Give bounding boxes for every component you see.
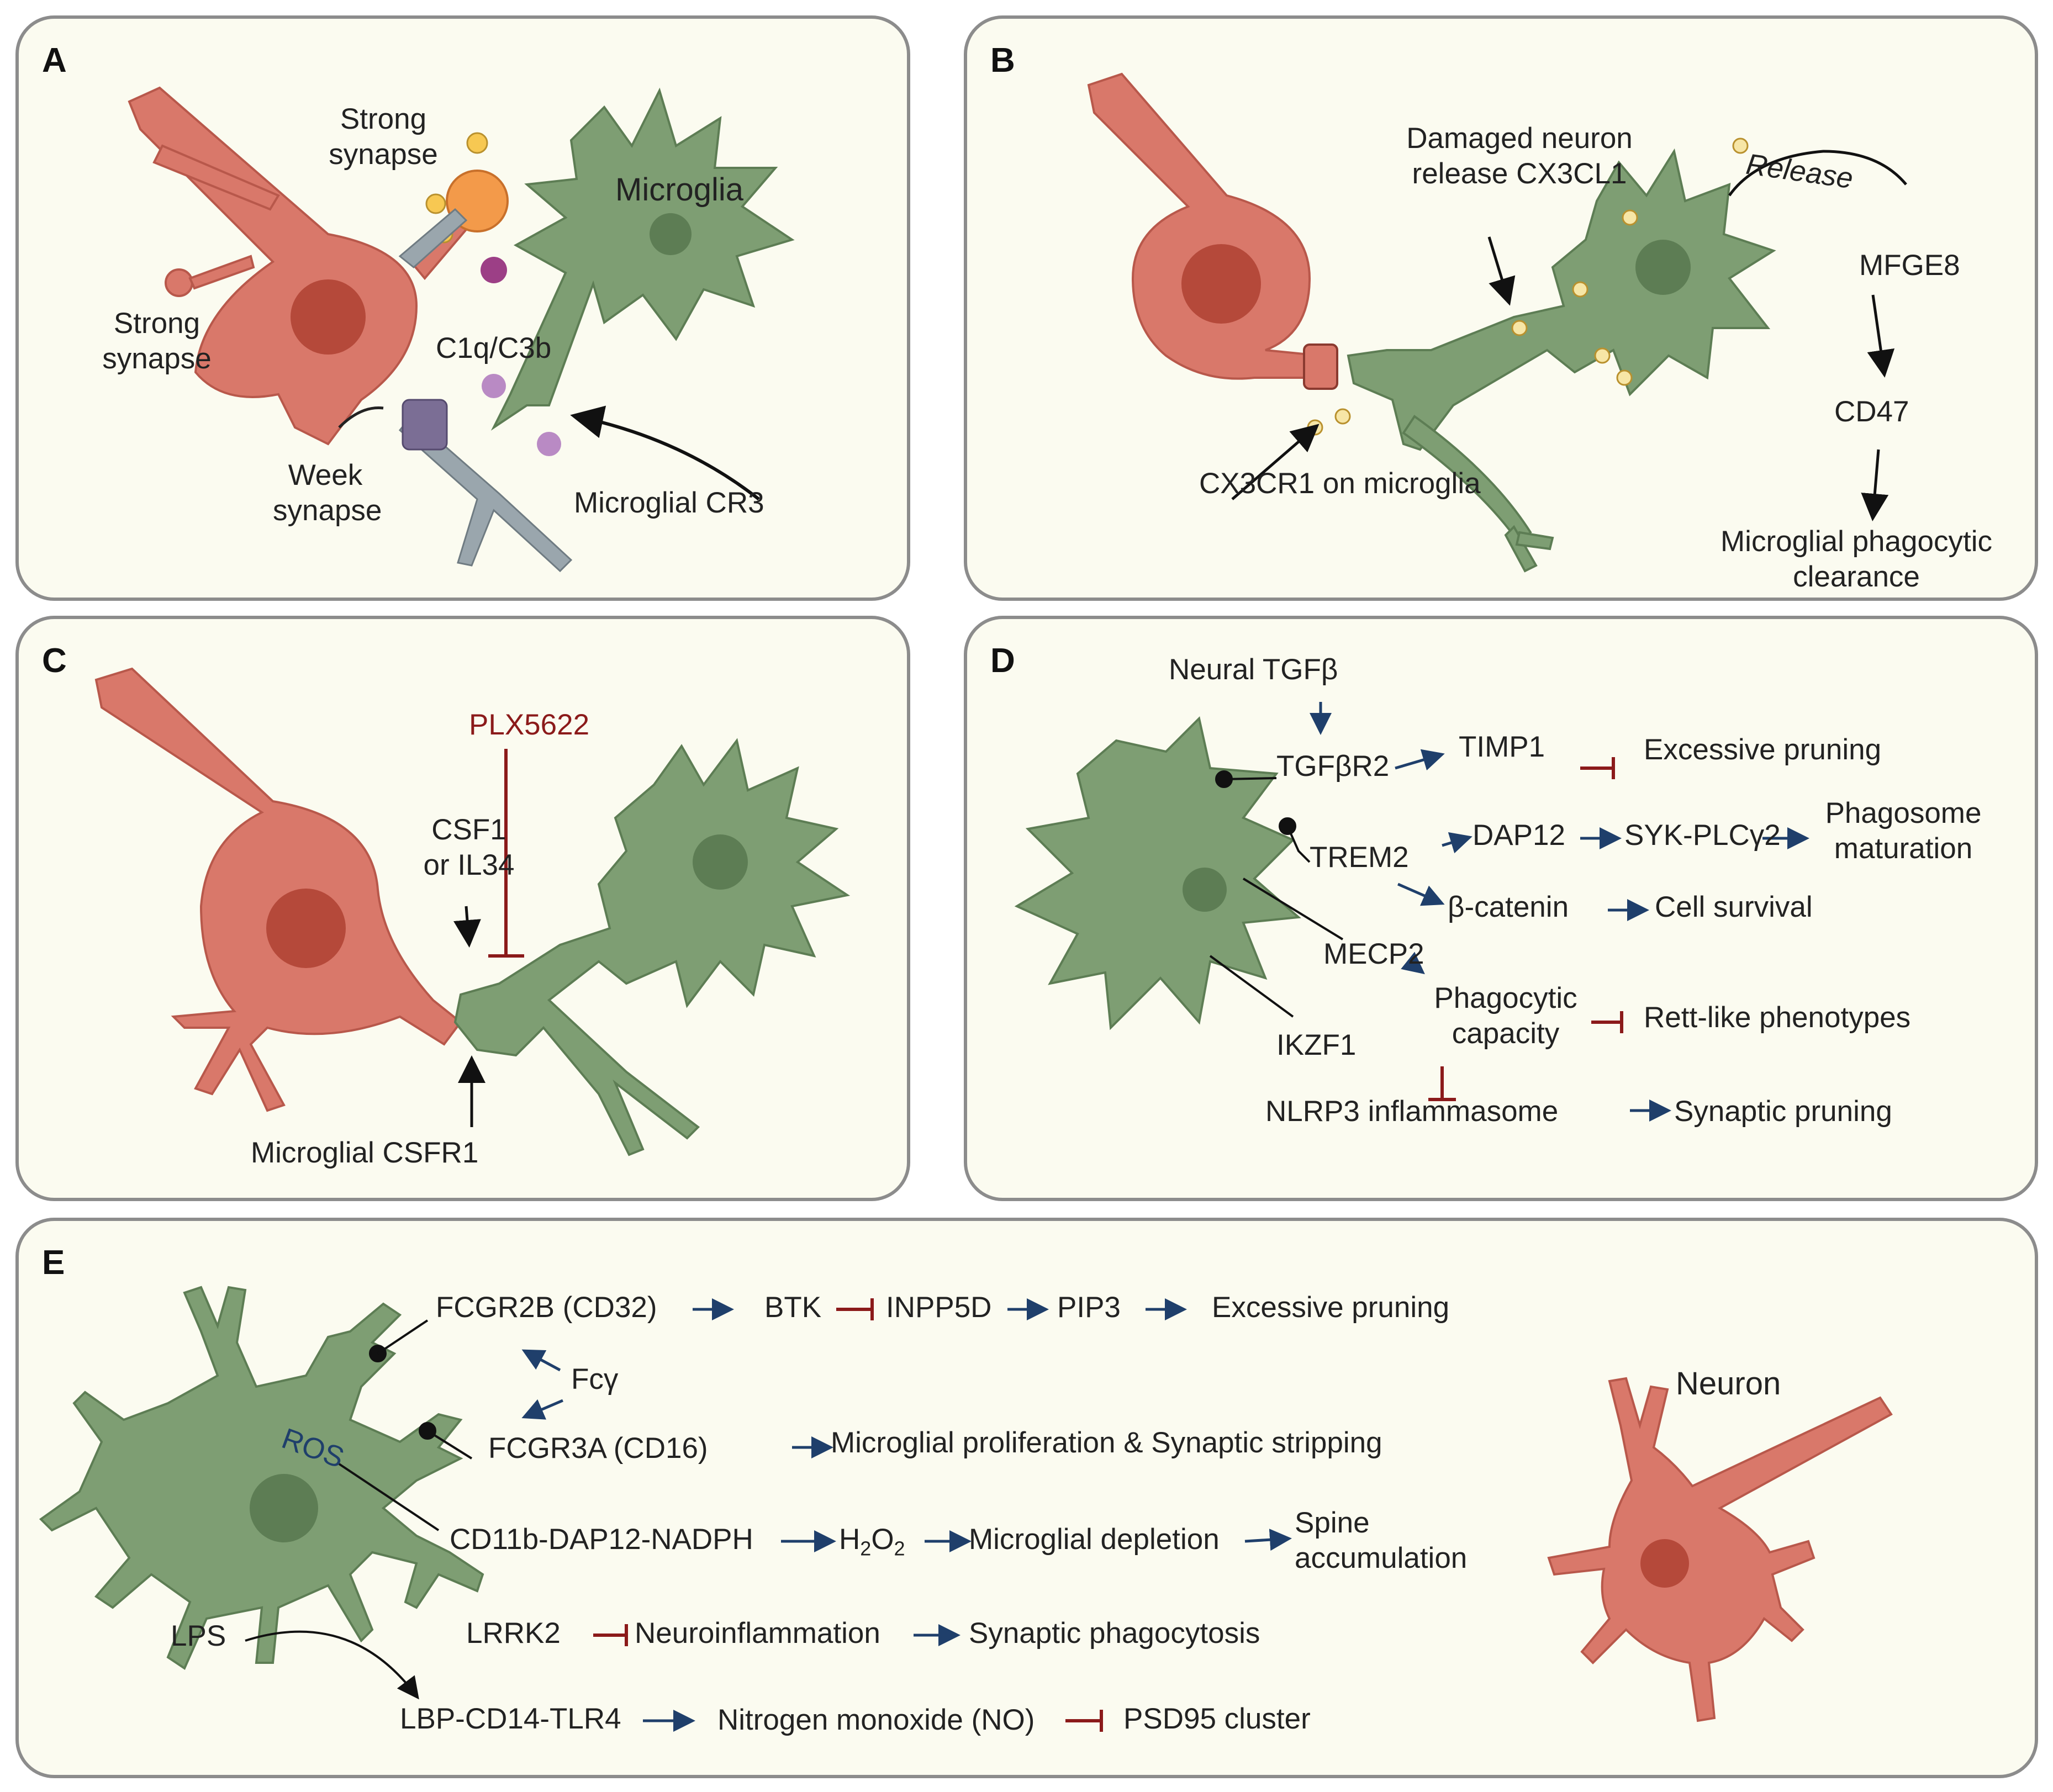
panel-e: E (15, 1218, 2038, 1778)
strong-synapse-label-left: Strong synapse (102, 307, 212, 375)
panel-label-d: D (990, 642, 1015, 680)
panel-a-illustration (128, 86, 795, 573)
panel-c: C PLX5622 CSF1 or IL34 Microglial CSFR1 (15, 616, 910, 1201)
neuron-a (128, 86, 473, 446)
lrrk2-label: LRRK2 (466, 1617, 561, 1650)
fcg-label: Fcγ (571, 1363, 619, 1395)
neuron-c (94, 667, 462, 1112)
neuron-e-label: Neuron (1676, 1366, 1781, 1402)
neuron-c-nucleus (266, 889, 346, 968)
panel-label-e: E (42, 1244, 65, 1282)
fcgr2b-label: FCGR2B (CD32) (436, 1291, 657, 1324)
neuron-a-nucleus (291, 279, 366, 355)
lbp-label: LBP-CD14-TLR4 (400, 1703, 621, 1735)
ikzf1-label: IKZF1 (1276, 1029, 1357, 1061)
microglia-e-nucleus (250, 1474, 318, 1542)
h2o2-label: H2O2 (839, 1523, 905, 1560)
microglia-d (1014, 716, 1301, 1030)
neural-tgfb-label: Neural TGFβ (1169, 653, 1338, 686)
microglia-e (39, 1286, 484, 1670)
fcgr3a-label: FCGR3A (CD16) (488, 1432, 708, 1465)
plx5622-label: PLX5622 (469, 709, 590, 741)
trem2-label: TREM2 (1310, 841, 1409, 874)
phagocytic-capacity-label: Phagocytic capacity (1434, 982, 1577, 1050)
csfr1-label: Microglial CSFR1 (251, 1136, 479, 1169)
synaptic-pruning-label: Synaptic pruning (1674, 1095, 1892, 1128)
phagosome-label: Phagosome maturation (1825, 797, 1982, 865)
bcatenin-label: β-catenin (1448, 891, 1569, 923)
panel-e-illustration (39, 1286, 1893, 1732)
rett-label: Rett-like phenotypes (1644, 1001, 1911, 1034)
neuron-e-nucleus (1640, 1539, 1689, 1588)
clearance-label: Microglial phagocytic clearance (1720, 525, 1992, 593)
microglia-d-nucleus (1183, 868, 1227, 912)
btk-label: BTK (764, 1291, 822, 1324)
dap12-d-label: DAP12 (1473, 819, 1565, 852)
neuron-e (1547, 1377, 1893, 1722)
damaged-neuron-label: Damaged neuron release CX3CL1 (1406, 122, 1633, 190)
panel-d-illustration (1014, 702, 1809, 1122)
mecp2-label: MECP2 (1323, 938, 1424, 970)
spine-label: Spine accumulation (1295, 1506, 1468, 1574)
pip3-label: PIP3 (1057, 1291, 1121, 1324)
mfge8-label: MFGE8 (1859, 249, 1960, 282)
week-synapse-label: Week synapse (273, 459, 382, 527)
panel-label-b: B (990, 41, 1015, 80)
proliferation-label: Microglial proliferation & Synaptic stri… (831, 1426, 1382, 1459)
neuron-b (1087, 72, 1322, 380)
cell-survival-label: Cell survival (1655, 891, 1813, 923)
tgfbr2-label: TGFβR2 (1276, 750, 1390, 783)
psd95-label: PSD95 cluster (1123, 1703, 1311, 1735)
excessive-pruning-e-label: Excessive pruning (1212, 1291, 1450, 1324)
synaptic-phagocytosis-label: Synaptic phagocytosis (969, 1617, 1260, 1650)
cd11b-label: CD11b-DAP12-NADPH (450, 1523, 753, 1556)
microglia-label: Microglia (615, 172, 744, 208)
neuroinflammation-label: Neuroinflammation (635, 1617, 880, 1650)
panel-label-c: C (42, 642, 67, 680)
c1q-c3b-label: C1q/C3b (436, 332, 552, 364)
panel-b-illustration (1087, 72, 1907, 573)
no-label: Nitrogen monoxide (NO) (717, 1704, 1035, 1736)
syk-label: SYK-PLCγ2 (1624, 819, 1781, 852)
panel-c-illustration (94, 667, 851, 1156)
neuron-b-nucleus (1181, 244, 1261, 324)
microglia-b-nucleus (1635, 240, 1691, 295)
excessive-pruning-d-label: Excessive pruning (1644, 733, 1882, 766)
cx3cr1-label: CX3CR1 on microglia (1199, 467, 1481, 500)
lps-label: LPS (171, 1620, 226, 1652)
microglia-a (490, 87, 795, 431)
microglia-b (1347, 148, 1776, 573)
depletion-label: Microglial depletion (969, 1523, 1220, 1556)
csf1-label: CSF1 or IL34 (423, 813, 515, 881)
inpp5d-label: INPP5D (886, 1291, 992, 1324)
cd47-label: CD47 (1834, 395, 1909, 428)
nlrp3-label: NLRP3 inflammasome (1265, 1095, 1559, 1128)
microglia-a-nucleus (650, 213, 692, 255)
panel-d: D Neural TG (964, 616, 2038, 1201)
panel-label-a: A (42, 41, 67, 80)
timp1-label: TIMP1 (1459, 731, 1545, 763)
panel-b: B Damaged neuron release CX3CL1 Release … (964, 15, 2038, 601)
strong-synapse-label-top: Strong synapse (329, 103, 438, 171)
panel-a: A Strong synapse (15, 15, 910, 601)
microglia-c-nucleus (693, 834, 748, 890)
microglia-c (453, 738, 851, 1156)
microglial-cr3-label: Microglial CR3 (574, 487, 764, 519)
